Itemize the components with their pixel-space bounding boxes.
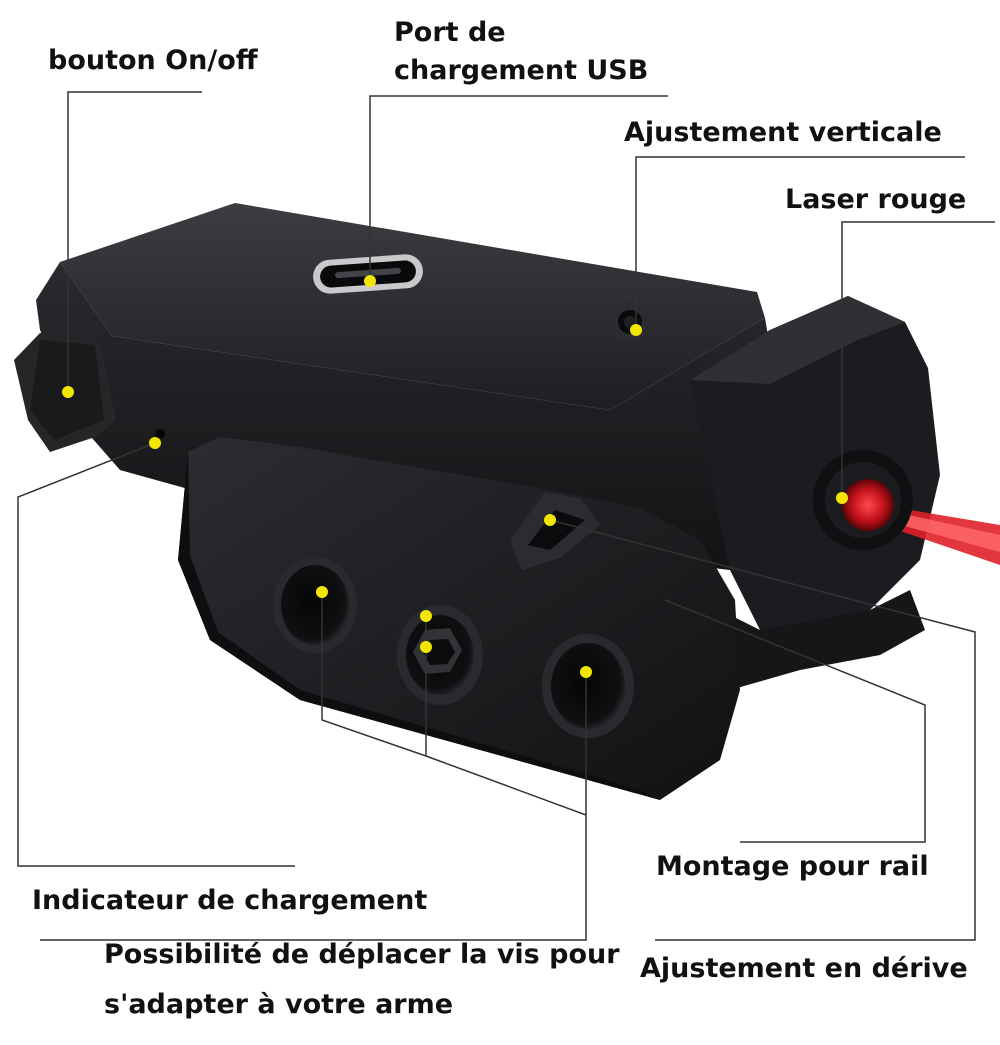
leader-rail [664,599,926,843]
marker-usb [364,275,376,287]
label-usb-line1: Port de [394,17,506,48]
label-charge-indicator: Indicateur de chargement [32,885,428,916]
leader-on-off [67,91,202,392]
leader-laser [841,221,995,498]
vertical-adjust-screw[interactable] [610,302,650,342]
marker-charge [149,437,161,449]
marker-screw-top [420,610,432,622]
label-screw-line2: s'adapter à votre arme [104,989,454,1020]
marker-hole-right [580,666,592,678]
label-red-laser: Laser rouge [785,184,967,215]
mount-hole-left [273,557,357,653]
marker-screw [420,641,432,653]
leader-charge [17,442,295,867]
laser-lens [813,450,913,550]
marker-laser [836,492,848,504]
mount-hole-right [542,634,634,738]
label-windage-adjust: Ajustement en dérive [640,953,968,984]
laser-housing-top [690,296,905,384]
laser-device [14,203,1000,800]
marker-on-off [62,386,74,398]
marker-windage [544,514,556,526]
label-vertical-adjust: Ajustement verticale [624,117,942,148]
label-screw-line1: Possibilité de déplacer la vis pour [104,939,620,970]
leader-screw-bracket [40,755,587,941]
label-on-off: bouton On/off [48,45,258,76]
usb-c-port-icon [313,254,423,294]
markers [62,275,848,678]
mount-screw-center[interactable] [397,605,483,705]
label-usb-port: Port de chargement USB [394,14,648,90]
label-rail-mount: Montage pour rail [656,851,929,882]
label-usb-line2: chargement USB [394,55,649,86]
marker-hole-left [316,586,328,598]
leader-vertical [635,156,965,330]
charge-indicator-led [155,429,165,439]
leader-usb [369,95,668,281]
side-plate-edge [178,452,660,800]
marker-vertical [630,324,642,336]
leader-lines [17,91,995,941]
rail-mount-block [700,590,925,690]
leader-windage [549,519,976,941]
windage-slot [528,510,585,550]
device-top-face [60,203,765,410]
leader-screw-left [321,592,427,757]
